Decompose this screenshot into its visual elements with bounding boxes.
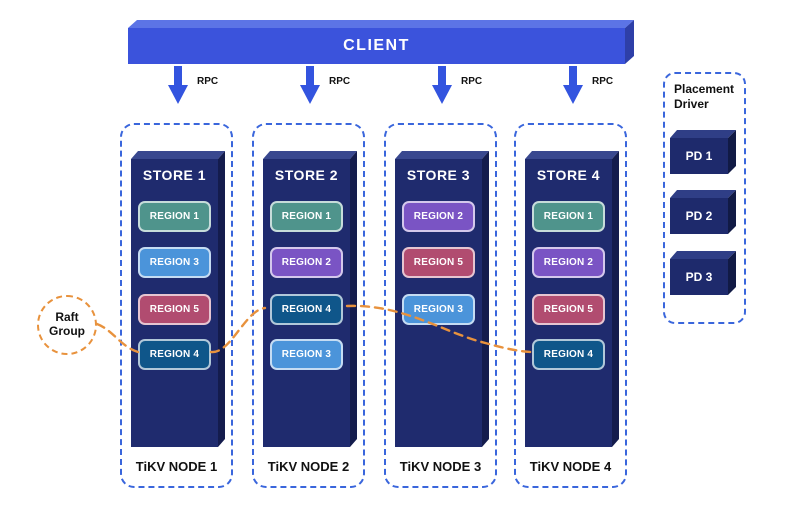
region-chip: REGION 2 (402, 201, 475, 232)
raft-group-bubble: Raft Group (37, 295, 97, 355)
pd-2-box: PD 2 (670, 190, 736, 234)
node-label: TiKV NODE 1 (135, 459, 218, 474)
placement-driver-title: Placement Driver (674, 82, 735, 111)
store-title: STORE 3 (406, 167, 471, 183)
client-label: CLIENT (343, 37, 410, 54)
pd-3d-shape (670, 190, 736, 234)
region-chip: REGION 5 (138, 294, 211, 325)
rpc-arrow-icon (168, 66, 188, 104)
tikv-node-1: STORE 1 REGION 1 REGION 3 REGION 5 REGIO… (120, 123, 233, 488)
rpc-arrow-icon (432, 66, 452, 104)
rpc-arrow-icon (563, 66, 583, 104)
client-3d-shape (128, 20, 634, 64)
node-label: TiKV NODE 4 (529, 459, 612, 474)
region-chip: REGION 1 (532, 201, 605, 232)
rpc-label: RPC (329, 76, 351, 87)
store-title: STORE 2 (274, 167, 339, 183)
store-4-box: STORE 4 REGION 1 REGION 2 REGION 5 REGIO… (525, 151, 619, 447)
rpc-label: RPC (461, 76, 483, 87)
region-chip: REGION 4 (532, 339, 605, 370)
pd-label: PD 2 (685, 209, 713, 223)
region-chip: REGION 4 (138, 339, 211, 370)
pd-3-box: PD 3 (670, 251, 736, 295)
region-chip: REGION 3 (402, 294, 475, 325)
placement-driver-group: Placement Driver PD 1 PD 2 PD 3 (663, 72, 746, 324)
region-chip: REGION 2 (270, 247, 343, 278)
region-chip: REGION 3 (270, 339, 343, 370)
pd-3d-shape (670, 251, 736, 295)
node-label: TiKV NODE 3 (399, 459, 482, 474)
rpc-arrow-icon (300, 66, 320, 104)
store-1-box: STORE 1 REGION 1 REGION 3 REGION 5 REGIO… (131, 151, 225, 447)
pd-1-box: PD 1 (670, 130, 736, 174)
client-box: CLIENT (128, 20, 634, 64)
tikv-node-4: STORE 4 REGION 1 REGION 2 REGION 5 REGIO… (514, 123, 627, 488)
store-title: STORE 4 (536, 167, 601, 183)
rpc-label: RPC (197, 76, 219, 87)
store-title: STORE 1 (142, 167, 207, 183)
region-chip: REGION 1 (138, 201, 211, 232)
node-label: TiKV NODE 2 (267, 459, 350, 474)
rpc-label: RPC (592, 76, 614, 87)
store-2-box: STORE 2 REGION 1 REGION 2 REGION 4 REGIO… (263, 151, 357, 447)
tikv-node-3: STORE 3 REGION 2 REGION 5 REGION 3 TiKV … (384, 123, 497, 488)
region-chip: REGION 4 (270, 294, 343, 325)
region-chip: REGION 3 (138, 247, 211, 278)
region-chip: REGION 1 (270, 201, 343, 232)
tikv-node-2: STORE 2 REGION 1 REGION 2 REGION 4 REGIO… (252, 123, 365, 488)
pd-label: PD 3 (685, 270, 713, 284)
pd-label: PD 1 (685, 149, 713, 163)
store-3-box: STORE 3 REGION 2 REGION 5 REGION 3 (395, 151, 489, 447)
region-chip: REGION 2 (532, 247, 605, 278)
region-chip: REGION 5 (532, 294, 605, 325)
pd-3d-shape (670, 130, 736, 174)
region-chip: REGION 5 (402, 247, 475, 278)
